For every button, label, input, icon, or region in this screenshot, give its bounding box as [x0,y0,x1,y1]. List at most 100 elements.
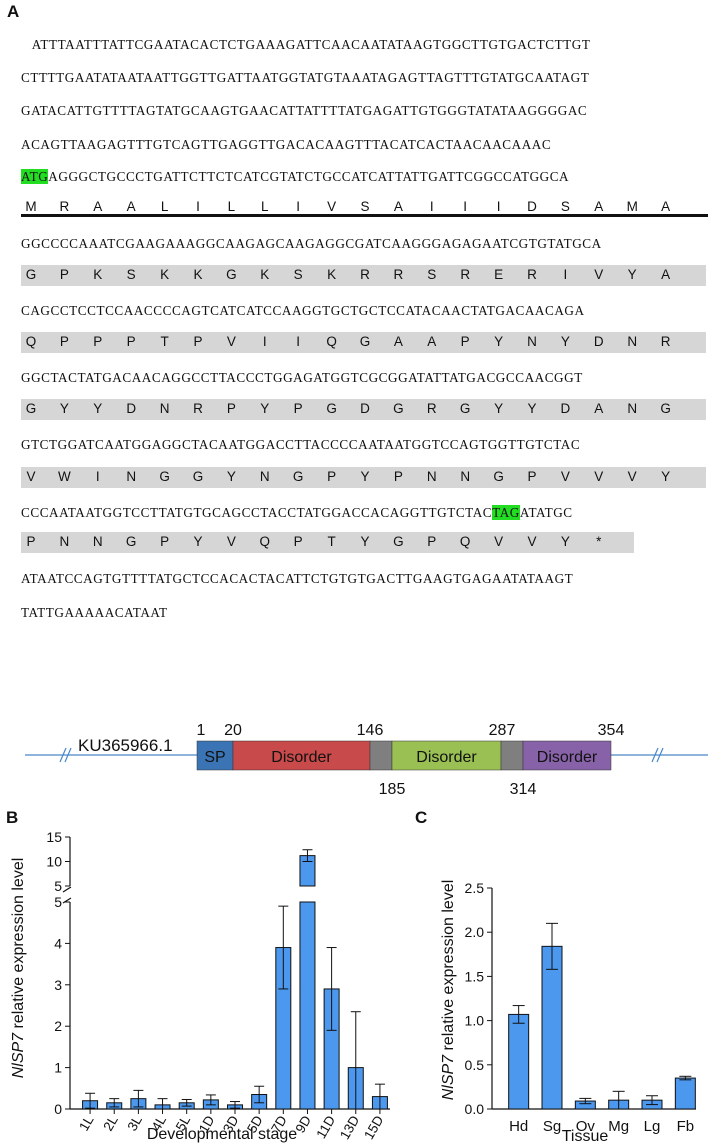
y-tick-label: 3 [54,977,62,993]
amino-acid: A [427,334,437,349]
bar [508,1013,530,1110]
nucleotide-text: CTTTTGAATATAATAATTGGTTGATTAATGGTATGTAAAT… [21,70,590,85]
amino-acid: * [596,534,602,549]
x-tick-label: Ov [576,1118,596,1135]
sequence-line: ATGAGGGCTGCCCTGATTCTTCTCATCGTATCTGCCATCA… [21,169,685,185]
domain-label: Disorder [416,749,477,766]
amino-acid: P [193,334,203,349]
amino-acid: V [26,469,36,484]
amino-acid: P [460,334,470,349]
amino-acid: G [393,534,404,549]
amino-acid: V [226,534,236,549]
axis-break-mark [62,886,72,893]
amino-acid: P [293,534,303,549]
bar [541,945,563,1110]
amino-acid: A [594,199,604,214]
y-tick-label: 4 [54,935,62,951]
amino-acid: G [493,469,504,484]
amino-acid: T [160,334,169,349]
accession-label: KU365966.1 [78,736,173,755]
amino-acid: A [393,334,403,349]
amino-acid: I [429,199,434,214]
amino-acid: R [527,267,537,282]
amino-acid: Y [360,469,370,484]
amino-acid: I [296,199,301,214]
x-tick-label: 5L [173,1113,194,1134]
amino-acid: G [25,267,37,282]
amino-acid: R [360,267,370,282]
amino-acid: L [261,199,269,214]
amino-acid: R [193,401,203,416]
nucleotide-text: ATTTAATTTATTCGAATACACTCTGAAAGATTCAACAATA… [21,37,591,52]
amino-acid: S [360,199,370,214]
amino-acid: N [627,401,638,416]
amino-acid: P [293,401,303,416]
nucleotide-text: ATATGC [519,505,573,520]
amino-acid: Y [193,534,203,549]
nucleotide-text: ATAATCCAGTGTTTTATGCTCCACACTACATTCTGTGTGA… [21,571,574,586]
amino-acid: N [460,469,471,484]
amino-acid: V [494,534,504,549]
amino-acid: P [126,334,136,349]
amino-acid: M [25,199,37,214]
domain-segment [522,740,612,771]
amino-acid: S [427,267,437,282]
amino-acid: Y [260,401,270,416]
amino-acid: G [226,267,237,282]
y-tick-label: 2.5 [465,880,485,896]
bar [299,901,316,1110]
amino-acid: E [494,267,504,282]
amino-acid: I [463,199,468,214]
sequence-line: CAGCCTCCTCCAACCCCAGTCATCATCCAAGGTGCTGCTC… [21,303,685,319]
amino-acid: D [593,334,604,349]
amino-acid: Y [661,469,671,484]
sequence-line: ATAATCCAGTGTTTTATGCTCCACACTACATTCTGTGTGA… [21,571,685,587]
amino-acid: K [93,267,103,282]
y-tick-label: 10 [46,854,62,870]
sequence-line: GGCCCCAAATCGAAGAAAGGCAAGAGCAAGAGGCGATCAA… [21,236,685,252]
amino-acid: Y [59,401,69,416]
amino-acid: G [393,401,404,416]
x-tick-label: Fb [677,1118,695,1135]
break-mark [64,747,72,763]
y-tick-label: 0 [54,1101,62,1117]
amino-acid: G [459,401,471,416]
amino-acid: Y [226,469,236,484]
amino-acid: N [159,401,170,416]
amino-acid: S [126,267,136,282]
amino-acid: Y [494,334,504,349]
position-number: 146 [357,722,384,739]
domain-segment [369,740,393,771]
x-tick-label: 13D [337,1113,362,1142]
amino-acid: I [563,267,568,282]
amino-acid: S [293,267,303,282]
amino-acid: R [59,199,70,214]
amino-acid: V [594,469,604,484]
amino-acid: A [93,199,103,214]
x-tick-label: Hd [509,1118,528,1135]
sequence-line: GATACATTGTTTTAGTATGCAAGTGAACATTATTTTATGA… [21,103,685,119]
y-axis-label: NlSP7 relative expression level [440,880,457,1101]
panel-c-label: C [415,808,428,827]
amino-acid: A [661,267,671,282]
amino-acid: I [296,334,301,349]
amino-acid: K [160,267,170,282]
nucleotide-text: GATACATTGTTTTAGTATGCAAGTGAACATTATTTTATGA… [21,103,588,118]
x-tick-label: Sg [543,1118,561,1135]
amino-acid: T [327,534,336,549]
panel-a-label: A [7,2,20,21]
y-tick-label: 1.0 [465,1013,485,1029]
break-mark [656,747,664,763]
amino-acid: V [594,267,604,282]
amino-acid: P [327,469,337,484]
amino-acid: R [393,267,404,282]
amino-acid: I [95,469,100,484]
domain-segment [500,740,524,771]
x-axis-label: Developmental stage [147,1126,297,1143]
amino-acid: S [560,199,570,214]
position-number: 354 [598,722,625,739]
nucleotide-text: GGCCCCAAATCGAAGAAAGGCAAGAGCAAGAGGCGATCAA… [21,236,602,251]
amino-acid: V [327,199,337,214]
